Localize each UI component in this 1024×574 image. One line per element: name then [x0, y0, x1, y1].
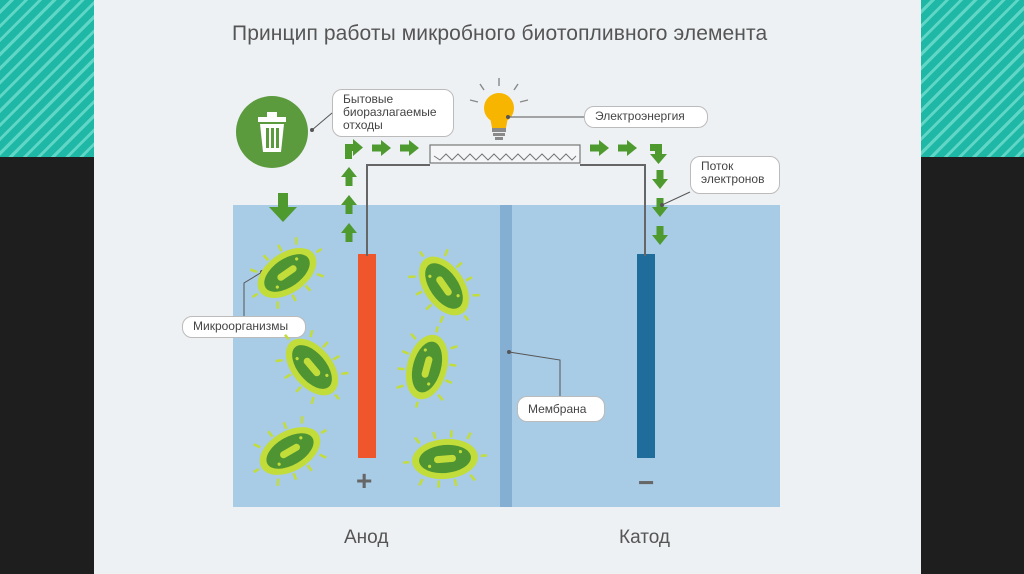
- microorganisms-callout: Микроорганизмы: [182, 316, 306, 338]
- arrow-icon: [372, 140, 391, 156]
- arrow-icon: [269, 193, 297, 222]
- wire-top-left: [366, 164, 430, 166]
- slide: Принцип работы микробного биотопливного …: [94, 0, 921, 574]
- cathode-label: Катод: [619, 527, 670, 548]
- trash-bin-icon: [236, 96, 308, 168]
- arrow-icon: [341, 167, 357, 186]
- bacteria-icon: [262, 315, 362, 419]
- waste-callout: Бытовые биоразлагаемые отходы: [332, 89, 454, 137]
- arrow-icon: [400, 140, 419, 156]
- cathode-electrode: [637, 254, 655, 458]
- arrow-icon: [650, 144, 667, 164]
- anode-label: Анод: [344, 527, 389, 548]
- membrane-callout: Мембрана: [517, 396, 605, 422]
- arrow-icon: [652, 170, 668, 189]
- plus-sign: +: [356, 465, 373, 496]
- arrow-icon: [345, 139, 363, 159]
- electricity-callout: Электроэнергия: [584, 106, 708, 128]
- wire-anode-vertical: [366, 164, 368, 256]
- wire-cathode-vertical: [644, 164, 646, 256]
- bacteria-icon: [387, 317, 467, 417]
- arrow-icon: [652, 226, 668, 245]
- wire-top-right: [580, 164, 646, 166]
- membrane: [500, 205, 512, 507]
- arrow-icon: [341, 223, 357, 242]
- arrow-icon: [652, 198, 668, 217]
- diagram-overlay: [235, 78, 691, 498]
- decorative-stripe-left: [0, 0, 94, 157]
- slide-title: Принцип работы микробного биотопливного …: [232, 22, 768, 45]
- leader-lines: [243, 112, 691, 396]
- arrow-icon: [590, 140, 609, 156]
- minus-sign: −: [638, 467, 655, 498]
- arrow-icon: [618, 140, 637, 156]
- load-resistor: [429, 144, 581, 164]
- anode-electrode: [358, 254, 376, 458]
- bacteria-icon: [395, 234, 493, 338]
- bacteria-icon: [235, 224, 339, 322]
- arrow-icon: [341, 195, 357, 214]
- bacteria-icon: [238, 404, 342, 498]
- decorative-stripe-right: [921, 0, 1024, 157]
- light-bulb-icon: [469, 78, 529, 140]
- electron-flow-callout: Поток электронов: [690, 156, 780, 194]
- bacteria-icon: [399, 426, 491, 492]
